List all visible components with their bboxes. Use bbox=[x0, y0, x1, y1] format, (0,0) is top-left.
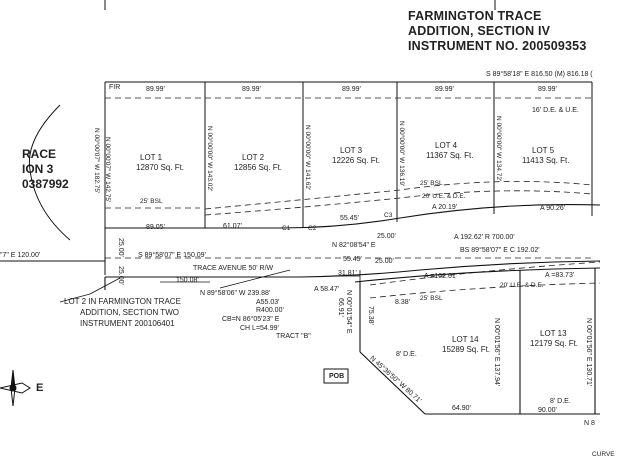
lot-4-area: 11367 Sq. Ft. bbox=[426, 151, 474, 160]
pob-box bbox=[323, 368, 349, 384]
dim-90: 90.00' bbox=[538, 407, 557, 414]
de-8-a: 8' D.E. bbox=[396, 351, 417, 358]
tract-label: TRACT "B" bbox=[276, 333, 311, 340]
street-lines bbox=[0, 203, 601, 415]
lot-2-area: 12856 Sq. Ft. bbox=[234, 163, 283, 172]
chord-length: CH L=54.99' bbox=[240, 325, 279, 332]
dim-8: 8.38' bbox=[395, 299, 410, 306]
lot-5-area: 11413 Sq. Ft. bbox=[522, 156, 570, 165]
curve-c1: C1 bbox=[282, 225, 291, 232]
bsl-25-lower: 25' BSL bbox=[420, 295, 443, 302]
top-dim-3: 89.99' bbox=[342, 86, 361, 93]
dim-66: 66.91' bbox=[337, 298, 344, 317]
bearing-lot-13: N 00°01'56" E 130.71' bbox=[585, 318, 592, 387]
lot-3-area: 12226 Sq. Ft. bbox=[332, 156, 381, 165]
dim-25-b: 25.00' bbox=[117, 266, 124, 285]
dim-25-c: 25.00' bbox=[377, 233, 396, 240]
road-bearing-upper: S 89°58'07" E 150.09' bbox=[138, 252, 206, 259]
dim-31: 31.81' bbox=[338, 270, 357, 277]
callout-line-2: ADDITION, SECTION TWO bbox=[80, 308, 179, 317]
curve-c3: C3 bbox=[384, 212, 393, 219]
arc-a90: A 90.26' bbox=[540, 205, 566, 212]
arc-a20: A 20.19' bbox=[432, 204, 458, 211]
dim-25-a: 25.00' bbox=[117, 238, 124, 257]
lot-13-area: 12179 Sq. Ft. bbox=[530, 339, 579, 348]
bsl-25-b: 25' BSL bbox=[420, 180, 443, 187]
lot-13-name: LOT 13 bbox=[540, 329, 567, 338]
diagonal-line bbox=[359, 351, 426, 415]
north-row-line bbox=[105, 203, 601, 229]
lot-3-name: LOT 3 bbox=[340, 146, 363, 155]
left-partial-line-1: RACE bbox=[22, 147, 57, 161]
lot-2-name: LOT 2 bbox=[242, 153, 265, 162]
header-title-line-3: INSTRUMENT NO. 200509353 bbox=[408, 39, 587, 53]
lot-14-name: LOT 14 bbox=[452, 335, 479, 344]
lot-5-bearing: N 00°00'00" W 134.72' bbox=[495, 116, 502, 182]
callout-leader bbox=[59, 269, 291, 303]
arc-a55: A55.03' bbox=[256, 299, 280, 306]
lower-markings bbox=[160, 270, 361, 283]
n8-label: N 8 bbox=[584, 420, 595, 427]
curve-c2: C2 bbox=[308, 225, 317, 232]
lot-5-name: LOT 5 bbox=[532, 146, 555, 155]
road-bearing-mid: N 82°08'54" E bbox=[332, 242, 376, 249]
south-row-line bbox=[105, 260, 601, 278]
easement-dashed-lines bbox=[105, 97, 601, 299]
boundary-lines bbox=[104, 0, 593, 275]
radius-400: R400.00' bbox=[256, 307, 284, 314]
chord-bearing: CB=N 86°05'23" E bbox=[222, 316, 280, 323]
road-bs-line: BS 89°58'07" E C 192.02' bbox=[460, 247, 540, 254]
compass-e-label: E bbox=[36, 382, 44, 394]
left-bearing-road: "7" E 120.00' bbox=[0, 252, 41, 259]
road-name: TRACE AVENUE 50' R/W bbox=[193, 265, 274, 272]
ue-de-label: 20' U.E. & D.E. bbox=[422, 193, 466, 200]
lot-1-bearing: N 00°00'07" W 142.75' bbox=[104, 137, 111, 203]
lot-3-bearing: N 00°00'00" W 141.62' bbox=[304, 125, 311, 191]
lot-1-name: LOT 1 bbox=[140, 153, 163, 162]
west-bearing: N 00°00'07" W 182.75' bbox=[93, 128, 100, 194]
bottom-dim-3: 55.45' bbox=[340, 215, 359, 222]
top-bearing: S 89°58'18" E 816.50 (M) 816.18 ( bbox=[486, 71, 593, 78]
lot-1-area: 12870 Sq. Ft. bbox=[136, 163, 185, 172]
ue-de-lower: 20' U.E. & D.E. bbox=[500, 282, 544, 289]
top-dim-2: 89.99' bbox=[242, 86, 261, 93]
bearing-n00-01: N 00°01'54" E bbox=[345, 290, 352, 334]
lot-14-area: 15289 Sq. Ft. bbox=[442, 345, 491, 354]
west-partial-arc bbox=[28, 104, 71, 241]
header-title-line-2: ADDITION, SECTION IV bbox=[408, 24, 551, 38]
callout-line-1: LOT 2 IN FARMINGTON TRACE bbox=[64, 297, 181, 306]
header-title-line-1: FARMINGTON TRACE bbox=[408, 9, 542, 23]
lot-2-bearing: N 00°00'00" W 143.02' bbox=[206, 126, 213, 192]
dim-150: 150.08' bbox=[176, 277, 199, 284]
fir-label: FIR bbox=[109, 84, 121, 91]
dim-64: 64.90' bbox=[452, 405, 471, 412]
road-dim-55: 55.45' bbox=[343, 256, 362, 263]
easement-top-label: 16' D.E. & U.E. bbox=[532, 107, 579, 114]
arc-a83: A =83.73' bbox=[545, 272, 575, 279]
dim-75: 75.38' bbox=[367, 306, 374, 325]
compass-icon bbox=[0, 369, 31, 407]
top-dim-4: 89.99' bbox=[435, 86, 454, 93]
bottom-dim-1: 89.05' bbox=[146, 224, 165, 231]
bsl-25-a: 25' BSL bbox=[140, 198, 163, 205]
south-lot-front-line bbox=[354, 267, 601, 283]
lot-4-bearing: N 00°00'00" W 136.19' bbox=[398, 121, 405, 187]
corner-text: CURVE bbox=[592, 451, 615, 458]
left-partial-line-2: ION 3 bbox=[22, 162, 54, 176]
bearing-n89: N 89°58'06" W 239.88' bbox=[200, 290, 271, 297]
top-dim-5: 89.99' bbox=[538, 86, 557, 93]
arc-a58: A 58.47' bbox=[314, 286, 340, 293]
road-arc-700: A 192.62' R 700.00' bbox=[454, 234, 515, 241]
left-partial-line-3: 0387992 bbox=[22, 177, 69, 191]
bottom-dim-2: 61.07' bbox=[223, 223, 242, 230]
dim-25-d: 25.00' bbox=[375, 258, 394, 265]
de-8-b: 8' D.E. bbox=[550, 398, 571, 405]
arc-a102: A =102.01' bbox=[424, 273, 458, 280]
top-dim-1: 89.99' bbox=[146, 86, 165, 93]
bearing-lot-14: N 00°01'56" E 137.94' bbox=[493, 318, 500, 387]
callout-line-3: INSTRUMENT 200106401 bbox=[80, 319, 175, 328]
lot-4-name: LOT 4 bbox=[435, 141, 458, 150]
pob-label: POB bbox=[329, 373, 345, 380]
